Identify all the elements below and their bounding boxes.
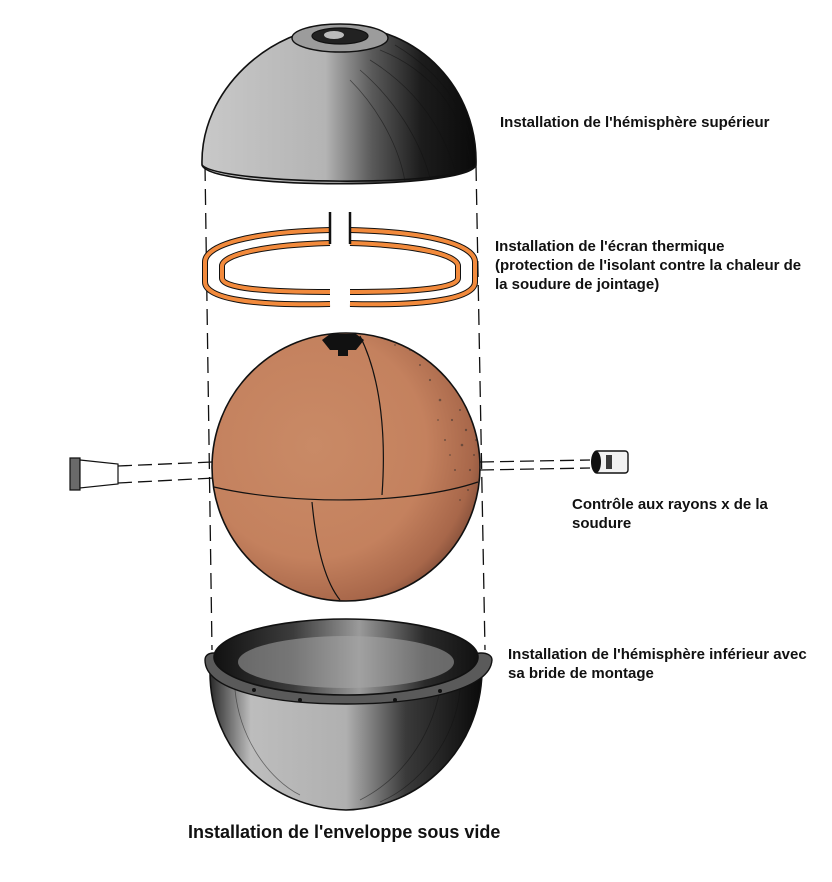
label-heat-shield: Installation de l'écran thermique (prote… <box>495 237 801 294</box>
label-xray-inspection: Contrôle aux rayons x de la soudure <box>572 495 768 533</box>
xray-source <box>69 457 215 491</box>
label-lower-hemisphere: Installation de l'hémisphère inférieur a… <box>508 645 807 683</box>
heat-shield-ring <box>202 212 478 308</box>
label-upper-hemisphere: Installation de l'hémisphère supérieur <box>500 113 769 132</box>
figure-caption: Installation de l'enveloppe sous vide <box>188 822 501 842</box>
label-line: soudure <box>572 515 632 532</box>
label-line: Installation de l'hémisphère inférieur a… <box>508 646 807 663</box>
label-line: Installation de l'hémisphère supérieur <box>500 114 770 131</box>
xray-detector <box>479 450 629 474</box>
label-line: la soudure de jointage) <box>495 276 660 293</box>
insulated-sphere <box>211 332 481 602</box>
guide-lines <box>204 164 486 651</box>
label-line: Installation de l'écran thermique <box>495 238 725 255</box>
upper-hemisphere <box>201 23 477 185</box>
label-line: (protection de l'isolant contre la chale… <box>495 257 802 274</box>
label-line: sa bride de montage <box>508 665 654 682</box>
label-line: Contrôle aux rayons x de la <box>572 496 768 513</box>
lower-hemisphere <box>204 618 493 811</box>
